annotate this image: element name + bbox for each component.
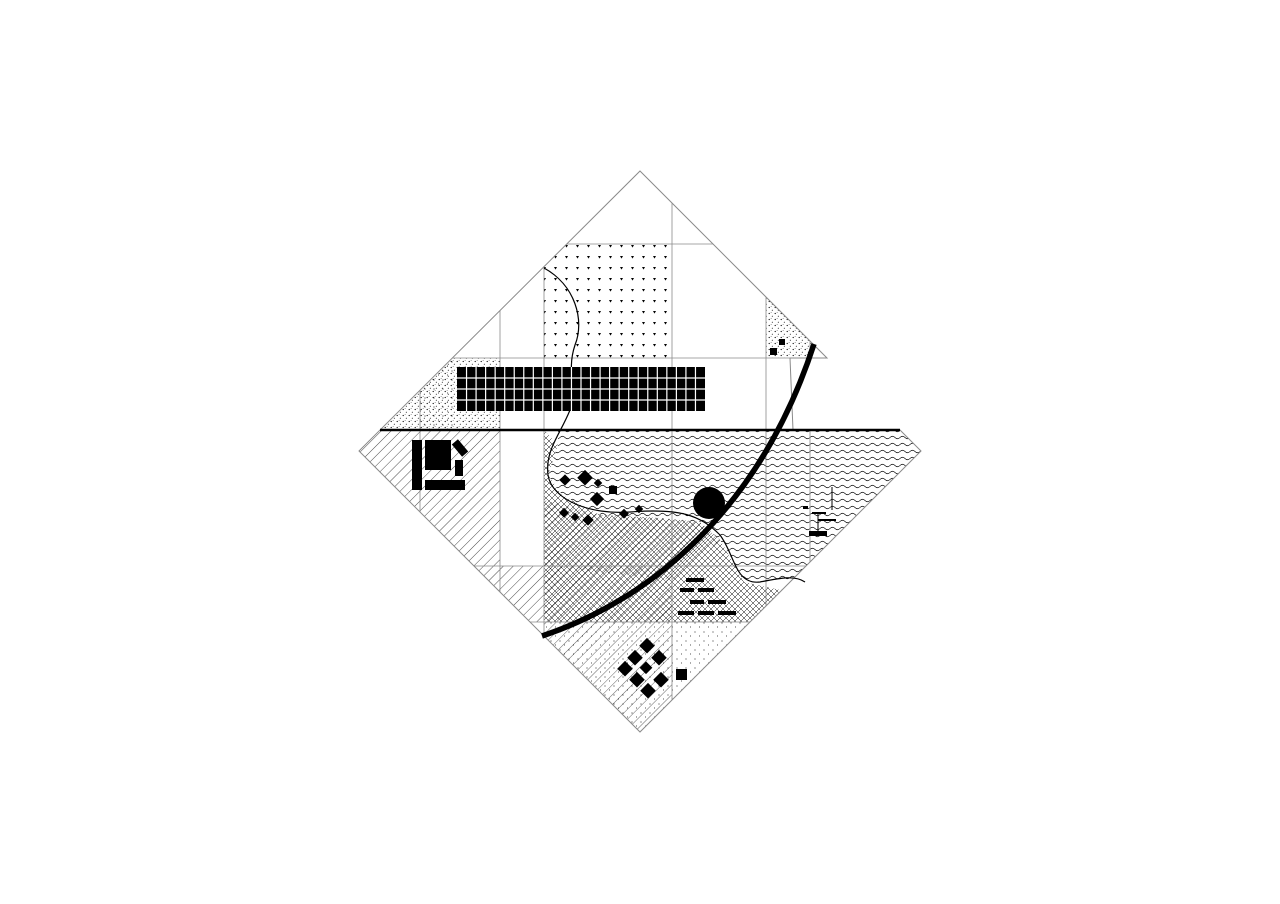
building — [559, 474, 571, 486]
building — [629, 671, 645, 688]
bar — [680, 588, 694, 592]
building — [639, 637, 655, 654]
building — [770, 348, 777, 355]
building — [570, 512, 580, 522]
bar — [698, 611, 714, 615]
building — [609, 486, 617, 494]
circle-landmark — [693, 487, 725, 519]
building — [455, 460, 463, 476]
bar — [708, 600, 726, 604]
dot-block-left-strip — [420, 358, 456, 430]
building — [676, 669, 687, 680]
building — [639, 661, 653, 675]
building — [619, 508, 629, 519]
brick-bars — [678, 578, 736, 615]
building — [451, 439, 469, 457]
curved-road — [541, 343, 817, 639]
building — [589, 491, 605, 507]
building — [653, 671, 669, 688]
winding-river — [543, 267, 806, 583]
building — [582, 514, 594, 526]
building-cluster-left — [412, 439, 469, 490]
building — [651, 649, 667, 666]
building — [593, 478, 603, 488]
marker — [818, 519, 836, 521]
bar — [698, 588, 714, 592]
building — [577, 469, 593, 486]
scattered-buildings — [559, 339, 785, 526]
building — [559, 507, 569, 518]
building — [412, 440, 422, 490]
bar — [690, 600, 704, 604]
marker — [803, 506, 808, 509]
building — [425, 440, 451, 470]
diagonal-hatch-bottom-left — [544, 622, 672, 732]
bar — [686, 578, 704, 582]
triangle-dots-block — [544, 244, 672, 359]
building — [634, 504, 644, 514]
building — [617, 660, 633, 677]
building — [640, 682, 656, 699]
bar — [718, 611, 736, 615]
building — [425, 480, 465, 490]
building-grid-block — [457, 367, 705, 411]
building — [779, 339, 785, 345]
building — [627, 649, 643, 666]
marker — [812, 512, 826, 514]
building-cluster-bottom — [617, 637, 687, 699]
bar — [678, 611, 694, 615]
marker — [809, 531, 827, 536]
right-markers — [803, 487, 836, 536]
